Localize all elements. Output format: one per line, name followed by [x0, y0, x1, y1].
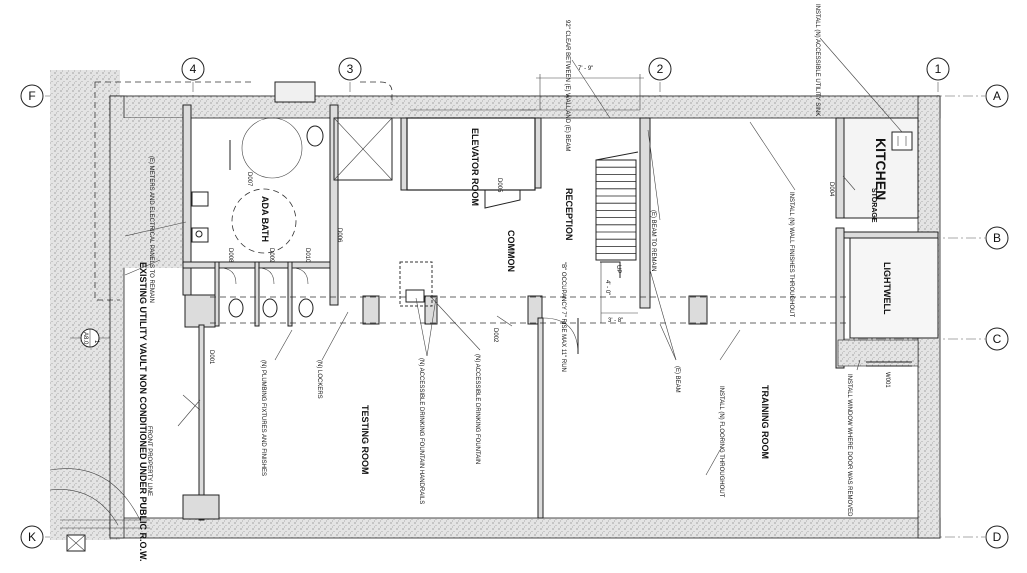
- note-meters: (E) METERS AND ELECTRICAL PANELS TO REMA…: [148, 156, 154, 303]
- door-swings: [182, 175, 856, 411]
- dimension-landing: 3' - 8": [608, 318, 623, 324]
- stair: [595, 151, 639, 278]
- lightwell-area: [837, 237, 939, 367]
- door-tag-d008: D008: [227, 248, 233, 263]
- section-sheet: A8.0: [82, 332, 88, 345]
- section-marker: 1 A8.0: [70, 328, 110, 348]
- kitchen-area: [843, 117, 919, 219]
- room-kitchen-sub: STORAGE: [870, 188, 877, 223]
- corner-arc: [49, 468, 150, 552]
- drinking-fountain: [399, 261, 433, 307]
- bath-fixtures: [191, 81, 324, 318]
- dimension-stair-width: 4' - 0": [604, 280, 610, 295]
- door-tag-d007: D007: [246, 172, 252, 187]
- grid-bubble-1: 1: [935, 62, 942, 76]
- grid-bubbles: 4 3 2 1 A B C D F K: [20, 57, 1009, 549]
- leaders: [124, 37, 903, 476]
- grid-bubble-4: 4: [190, 62, 197, 76]
- note-fountain: (N) ACCESSIBLE DRINKING FOUNTAIN: [474, 354, 480, 464]
- door-tag-d009: D009: [268, 248, 274, 263]
- door-tags: D001 D002 D004 D005 D006 D007 D008 D009 …: [208, 172, 890, 388]
- note-clear-beam: 92" CLEAR BETWEEN (E) WALL AND (E) BEAM: [564, 20, 570, 151]
- note-up: UP: [615, 265, 621, 273]
- grid-bubble-3: 3: [347, 62, 354, 76]
- grid-bubble-k: K: [28, 530, 36, 544]
- grid-bubble-a: A: [993, 89, 1001, 103]
- dimensions: 7' - 9" 4' - 0" 3' - 8": [578, 66, 623, 324]
- door-tag-d004: D004: [828, 182, 834, 197]
- door-tag-d001: D001: [208, 350, 214, 365]
- room-training: TRAINING ROOM: [760, 385, 770, 459]
- note-plumbing: (N) PLUMBING FIXTURES AND FINISHES: [260, 360, 266, 476]
- notes: 92" CLEAR BETWEEN (E) WALL AND (E) BEAM …: [138, 4, 852, 562]
- note-e-beam: (E) BEAM: [674, 366, 680, 393]
- note-property-line: FRONT PROPERTY LINE: [146, 426, 152, 496]
- note-vault: EXISTING UTILITY VAULT NON CONDITIONED U…: [138, 262, 148, 562]
- room-elevator: ELEVATOR ROOM: [470, 128, 480, 206]
- room-labels: ELEVATOR ROOM RECEPTION COMMON KITCHEN S…: [260, 128, 892, 475]
- grid-bubble-f: F: [28, 89, 35, 103]
- note-window-door: INSTALL WINDOW WHERE DOOR WAS REMOVED: [846, 374, 852, 517]
- room-common: COMMON: [506, 230, 516, 272]
- grid-bubble-d: D: [993, 530, 1002, 544]
- door-tag-d010: D010: [304, 248, 310, 263]
- room-testing: TESTING ROOM: [360, 405, 370, 475]
- door-tag-d005: D005: [496, 178, 502, 193]
- elevator-room: [333, 117, 536, 209]
- door-tag-d006: D006: [336, 228, 342, 243]
- note-beam-remain: (E) BEAM TO REMAIN: [650, 210, 656, 271]
- grid-bubble-c: C: [993, 332, 1002, 346]
- note-flooring: INSTALL (N) FLOORING THROUGHOUT: [718, 386, 724, 498]
- door-tag-d002: D002: [492, 328, 498, 343]
- note-lockers: (N) LOCKERS: [316, 360, 322, 399]
- interior-walls: [182, 104, 939, 521]
- section-number: 1: [93, 340, 99, 344]
- grid-bubble-b: B: [993, 231, 1001, 245]
- grid-bubble-2: 2: [657, 62, 664, 76]
- note-sink: INSTALL (N) ACCESSIBLE UTILITY SINK: [814, 4, 820, 116]
- dimension-top-width: 7' - 9": [578, 66, 593, 72]
- window-tag-w001: W001: [884, 372, 890, 388]
- note-wall-finishes: INSTALL (N) WALL FINISHES THROUGHOUT: [788, 192, 794, 317]
- note-fountain-handrails: (N) ACCESSIBLE DRINKING FOUNTAIN HANDRAI…: [418, 358, 424, 504]
- note-occupancy: "B" OCCUPANCY 7" RISE MAX 11" RUN: [560, 262, 566, 372]
- room-lightwell: LIGHTWELL: [882, 262, 892, 315]
- room-ada-bath: ADA BATH: [260, 196, 270, 242]
- room-reception: RECEPTION: [564, 188, 574, 241]
- room-kitchen: KITCHEN: [873, 138, 889, 200]
